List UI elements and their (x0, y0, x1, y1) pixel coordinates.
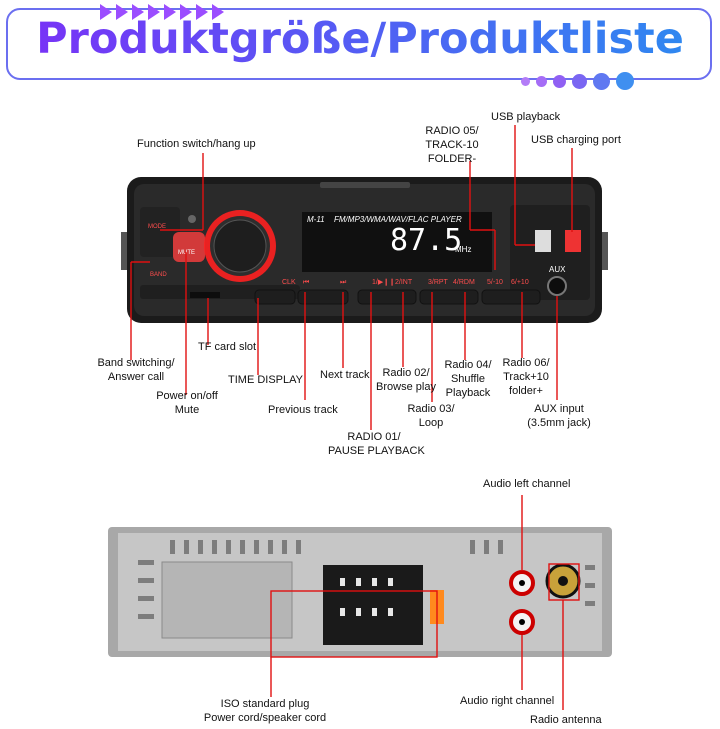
previous-track-label: Previous track (268, 404, 338, 416)
arrow-decoration (100, 4, 224, 20)
tf-card-label: TF card slot (198, 341, 257, 353)
radio03-line1: Radio 03/ (407, 403, 455, 415)
page-title: Produktgröße/Produktliste (0, 14, 720, 64)
aux-input-line2: (3.5mm jack) (527, 417, 591, 429)
iso-plug-line2: Power cord/speaker cord (203, 712, 327, 724)
radio06-line2: Track+10 (503, 371, 549, 383)
radio05-line2: TRACK-10 (425, 139, 479, 151)
radio05-line1: RADIO 05/ (425, 125, 479, 137)
radio03-label: Radio 03/ Loop (403, 402, 459, 430)
band-switching-line1: Band switching/ (97, 357, 175, 369)
mode-button-label[interactable]: MODE (148, 224, 166, 230)
usb-playback-label: USB playback (491, 111, 561, 123)
iso-plug-label: ISO standard plug Power cord/speaker cor… (200, 697, 330, 725)
audio-right-label: Audio right channel (460, 695, 555, 707)
player-text: FM/MP3/WMA/WAV/FLAC PLAYER (334, 215, 462, 224)
aux-label: AUX (549, 265, 566, 274)
preset-3-label[interactable]: 3/RPT (428, 279, 448, 286)
radio05-line3: FOLDER- (427, 153, 477, 165)
radio06-line1: Radio 06/ (502, 357, 550, 369)
preset-5-label[interactable]: 5/-10 (487, 279, 503, 286)
frequency-display: 87.5 (390, 223, 463, 258)
radio04-label: Radio 04/ Shuffle Playback (440, 358, 496, 400)
radio04-line1: Radio 04/ (444, 359, 492, 371)
radio04-line3: Playback (445, 387, 491, 399)
radio03-line2: Loop (418, 417, 444, 429)
iso-plug-line1: ISO standard plug (220, 698, 310, 710)
band-switching-label: Band switching/ Answer call (97, 356, 175, 384)
next-track-label: Next track (320, 369, 370, 381)
next-track-icon[interactable]: ⏭ (340, 279, 347, 286)
preset-2-label[interactable]: 2/INT (395, 279, 413, 286)
radio01-line2: PAUSE PLAYBACK (328, 445, 425, 457)
power-line2: Mute (174, 404, 200, 416)
radio02-label: Radio 02/ Browse play (374, 366, 438, 394)
radio01-label: RADIO 01/ PAUSE PLAYBACK (328, 430, 425, 458)
function-switch-label: Function switch/hang up (137, 138, 256, 150)
radio06-line3: folder+ (509, 385, 543, 397)
preset-6-label[interactable]: 6/+10 (511, 279, 529, 286)
radio02-line1: Radio 02/ (382, 367, 430, 379)
radio-antenna-label: Radio antenna (530, 714, 602, 726)
power-line1: Power on/off (156, 390, 218, 402)
usb-charging-label: USB charging port (531, 134, 621, 146)
radio05-label: RADIO 05/ TRACK-10 FOLDER- (424, 124, 480, 166)
preset-1-label[interactable]: 1/▶❙❙ (372, 279, 395, 286)
aux-input-line1: AUX input (534, 403, 584, 415)
frequency-unit: MHz (455, 245, 472, 254)
time-display-label: TIME DISPLAY (228, 374, 303, 386)
radio01-line1: RADIO 01/ (347, 431, 401, 443)
dots-decoration (521, 72, 634, 90)
radio02-line2: Browse play (376, 381, 436, 393)
radio04-line2: Shuffle (450, 373, 486, 385)
previous-track-icon[interactable]: ⏮ (303, 279, 310, 286)
model-label: M-11 (307, 215, 325, 224)
aux-input-label: AUX input (3.5mm jack) (524, 402, 594, 430)
band-button-label[interactable]: BAND (150, 272, 167, 278)
power-mute-label: Power on/off Mute (152, 389, 222, 417)
clk-button-label[interactable]: CLK (282, 279, 296, 286)
audio-left-label: Audio left channel (483, 478, 571, 490)
band-switching-line2: Answer call (107, 371, 165, 383)
title-banner (6, 8, 712, 80)
preset-4-label[interactable]: 4/RDM (453, 279, 475, 286)
radio06-label: Radio 06/ Track+10 folder+ (498, 356, 554, 398)
